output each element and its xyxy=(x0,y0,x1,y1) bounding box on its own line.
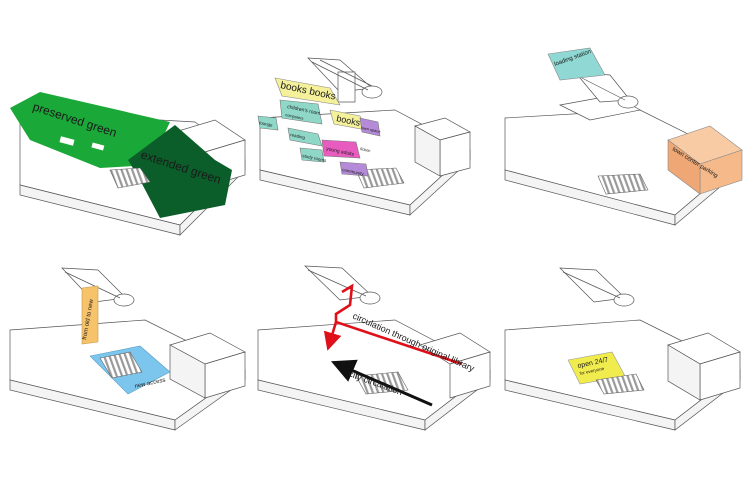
label-computers: computers xyxy=(285,112,304,121)
panel-6: open 24/7 for everyone xyxy=(504,267,741,431)
cross-plan-roof xyxy=(307,57,383,103)
label-young-adult: young adults xyxy=(326,146,355,158)
label-teen: teen space xyxy=(361,125,382,134)
stairs-hatch-p6 xyxy=(595,373,645,395)
teal-zone-a xyxy=(279,99,323,125)
vertical-connection-zone xyxy=(81,285,99,345)
label-lounge: lounge xyxy=(259,120,274,128)
books-zone-a xyxy=(274,77,341,106)
cross-plan-roof-p5 xyxy=(304,265,381,305)
cross-plan-roof-p3 xyxy=(574,71,639,109)
label-reading: reading xyxy=(290,132,306,140)
label-books-b: books xyxy=(336,113,362,128)
purple-zone-b xyxy=(339,161,369,177)
extended-green-zone xyxy=(128,125,232,218)
plaza-rect-2 xyxy=(91,142,105,151)
panel-3: loading station town center parking xyxy=(504,47,743,226)
panel-2: books books books children's room lounge… xyxy=(257,57,471,216)
parking-side xyxy=(667,139,701,195)
label-for-everyone: for everyone xyxy=(579,366,605,376)
cross-plan-roof-p6 xyxy=(559,267,635,307)
stairs-hatch-p4 xyxy=(99,351,143,379)
teal-zone-b xyxy=(287,127,323,147)
panel-5: circulation through original library cit… xyxy=(257,265,491,431)
label-fiction: fiction xyxy=(360,146,371,153)
purple-zone xyxy=(359,117,381,137)
city-circulation-arrow xyxy=(330,359,433,407)
panel-1: preserved green extended green xyxy=(10,92,246,236)
original-library-circulation-path xyxy=(330,283,463,366)
label-study: study rooms xyxy=(302,153,328,163)
preserved-green-zone xyxy=(10,92,170,168)
teal-zone-d xyxy=(299,147,325,163)
label-community: community xyxy=(342,167,365,177)
stairs-hatch-p2 xyxy=(355,167,405,189)
stairs-hatch xyxy=(109,167,151,189)
loading-station-zone xyxy=(547,47,606,81)
teal-zone-c xyxy=(257,115,279,131)
plaza-rect xyxy=(59,136,75,146)
panel-4: from old to new new access xyxy=(9,267,246,431)
magenta-zone xyxy=(321,139,361,159)
stairs-hatch-p3 xyxy=(597,173,649,195)
